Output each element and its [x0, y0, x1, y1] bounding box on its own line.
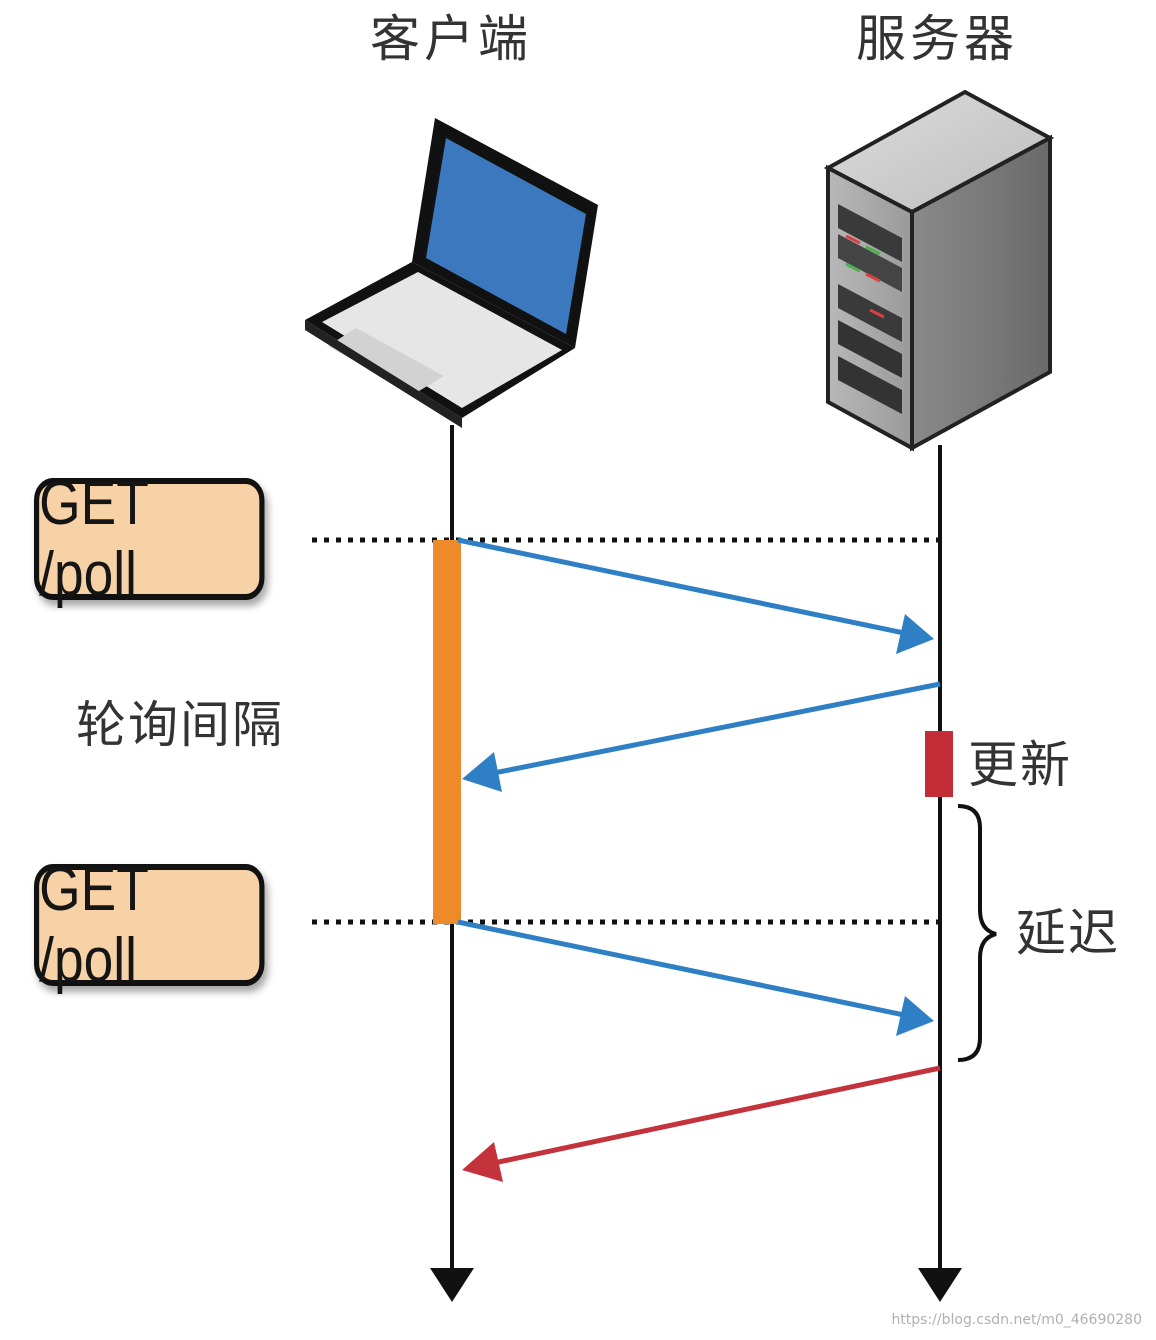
request-label-2: GET /poll	[39, 855, 148, 995]
poll-interval-label: 轮询间隔	[76, 696, 284, 754]
update-label: 更新	[968, 736, 1072, 794]
request-arrow-1	[457, 537, 934, 654]
response-arrow-1	[462, 681, 941, 792]
server-title: 服务器	[856, 10, 1018, 68]
delay-label: 延迟	[1016, 904, 1120, 962]
update-marker	[925, 731, 953, 797]
delayed-response-arrow	[462, 1065, 941, 1182]
footer-credit: https://blog.csdn.net/m0_46690280	[891, 1312, 1142, 1328]
poll-interval-bar	[433, 540, 461, 924]
request-arrow-2	[457, 919, 934, 1036]
client-title: 客户端	[370, 10, 532, 68]
request-box-1: GET /poll	[34, 469, 265, 609]
server-tower-icon	[823, 89, 1055, 452]
laptop-icon	[305, 118, 598, 428]
server-lifeline-arrowhead	[918, 1268, 962, 1302]
client-lifeline-arrowhead	[430, 1268, 474, 1302]
request-label-1: GET /poll	[39, 469, 148, 609]
request-box-2: GET /poll	[34, 855, 265, 995]
delay-brace	[957, 804, 997, 1062]
